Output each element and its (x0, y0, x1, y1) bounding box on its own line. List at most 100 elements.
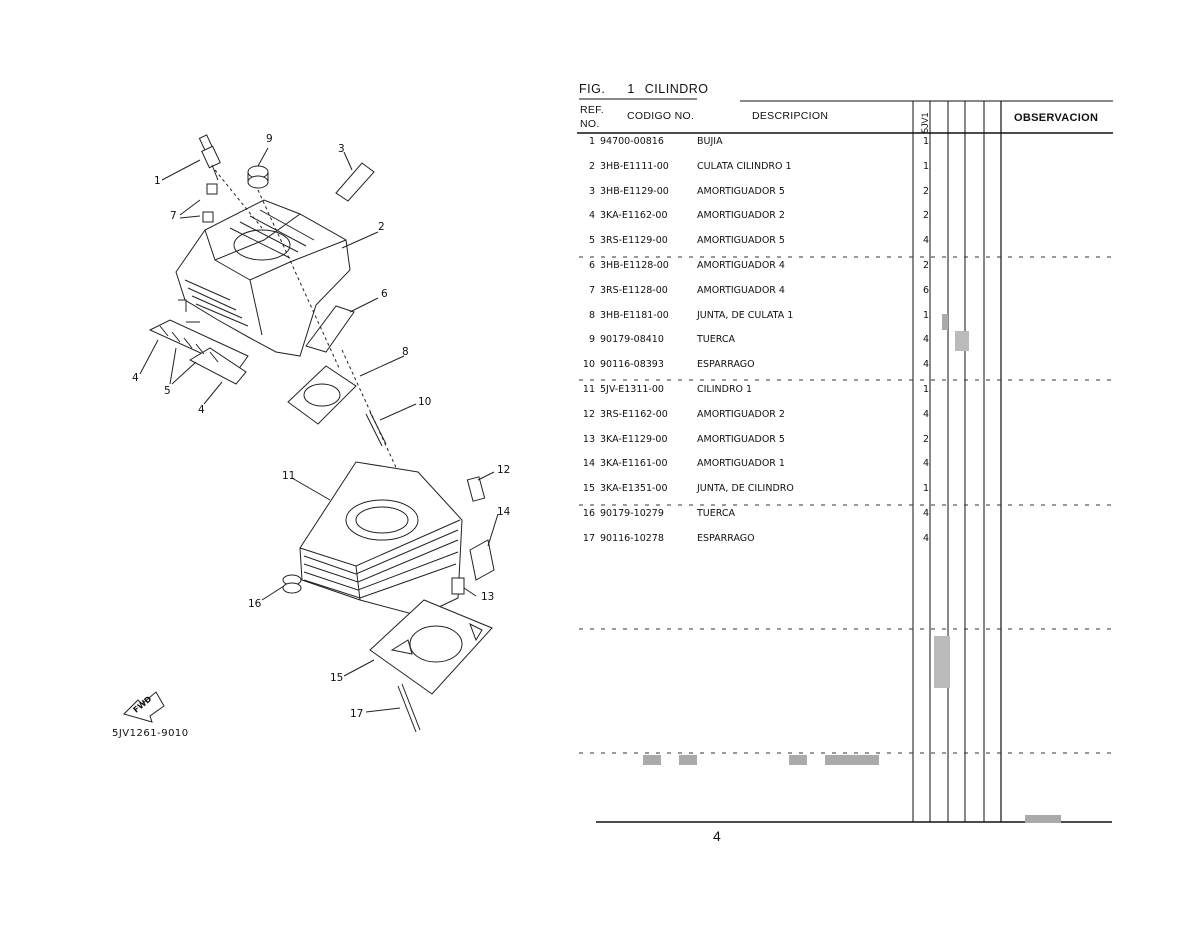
part-ref: 6 (588, 260, 595, 271)
scan-artifact (825, 755, 879, 765)
callout-14: 14 (497, 506, 511, 518)
callout-13: 13 (481, 591, 495, 603)
part-description: AMORTIGUADOR 5 (697, 235, 785, 247)
part-ref: 14 (582, 458, 595, 470)
part-code: 3HB-E1181-00 (600, 309, 669, 321)
callout-4b: 4 (198, 404, 205, 416)
part-quantity: 4 (922, 334, 930, 346)
part-ref: 15 (582, 483, 595, 495)
header-model: 5JV1 (920, 112, 930, 133)
part-ref: 16 (582, 508, 595, 519)
header-descripcion: DESCRIPCION (752, 110, 829, 122)
callout-16: 16 (248, 598, 262, 610)
part-code: 3HB-E1128-00 (600, 260, 669, 271)
part-ref: 2 (588, 160, 595, 172)
part-description: CILINDRO 1 (697, 384, 753, 395)
part-description: TUERCA (697, 334, 736, 346)
part-quantity: 6 (922, 284, 930, 296)
scan-artifact (643, 755, 661, 765)
figure-title: FIG. 1 CILINDRO (579, 82, 709, 96)
callout-17: 17 (350, 708, 364, 720)
diagram-code: 5JV1261-9010 (112, 728, 189, 739)
part-quantity: 1 (922, 309, 930, 321)
header-observacion: OBSERVACION (1014, 112, 1099, 124)
part-code: 3RS-E1162-00 (600, 408, 668, 420)
part-ref: 7 (588, 284, 595, 296)
scan-artifact (679, 755, 697, 765)
part-ref: 11 (582, 384, 595, 395)
part-description: AMORTIGUADOR 2 (697, 408, 785, 420)
page-number: 4 (713, 828, 721, 844)
part-description: AMORTIGUADOR 4 (697, 284, 785, 296)
callout-8: 8 (402, 346, 409, 358)
part-ref: 5 (588, 235, 595, 247)
callout-5: 5 (164, 385, 171, 397)
part-code: 90179-10279 (600, 508, 664, 519)
part-ref: 4 (588, 210, 595, 222)
callout-4a: 4 (132, 372, 139, 384)
part-description: JUNTA, DE CULATA 1 (697, 309, 794, 321)
part-description: BUJIA (697, 136, 723, 147)
header-ref: REF. (580, 104, 604, 116)
part-ref: 10 (582, 359, 595, 371)
part-quantity: 1 (922, 483, 930, 495)
part-quantity: 2 (922, 260, 930, 271)
part-quantity: 4 (922, 408, 930, 420)
part-code: 94700-00816 (600, 136, 664, 147)
part-quantity: 1 (922, 160, 930, 172)
part-code: 3RS-E1128-00 (600, 284, 668, 296)
part-code: 3KA-E1129-00 (600, 433, 668, 445)
cylinder-block-shape (299, 461, 463, 617)
part-description: JUNTA, DE CILINDRO (697, 483, 794, 495)
header-codigo: CODIGO NO. (627, 110, 695, 122)
cylinder-head-shape (175, 199, 351, 357)
part-description: AMORTIGUADOR 5 (697, 433, 785, 445)
figure-label: FIG. (579, 82, 606, 96)
figure-name: CILINDRO (644, 82, 709, 96)
part-code: 3KA-E1161-00 (600, 458, 668, 470)
callout-15: 15 (330, 672, 344, 684)
part-description: AMORTIGUADOR 4 (697, 260, 785, 271)
part-code: 90116-10278 (600, 532, 664, 544)
header-no: NO. (580, 118, 600, 130)
part-quantity: 4 (922, 458, 930, 470)
part-description: AMORTIGUADOR 5 (697, 185, 785, 197)
callout-12: 12 (497, 464, 511, 476)
scan-artifact (1025, 815, 1061, 823)
part-ref: 17 (582, 532, 595, 544)
part-quantity: 4 (922, 359, 930, 371)
scan-artifact (942, 314, 948, 330)
part-description: AMORTIGUADOR 1 (697, 458, 785, 470)
part-quantity: 1 (922, 384, 930, 395)
callout-6: 6 (381, 288, 388, 300)
part-ref: 3 (588, 185, 595, 197)
part-quantity: 4 (922, 532, 930, 544)
part-ref: 1 (588, 136, 595, 147)
callout-9: 9 (266, 133, 273, 145)
scan-artifact (789, 755, 807, 765)
part-quantity: 2 (922, 210, 930, 222)
part-code: 90179-08410 (600, 334, 664, 346)
figure-number: 1 (627, 82, 635, 96)
part-code: 3KA-E1351-00 (600, 483, 668, 495)
part-code: 3KA-E1162-00 (600, 210, 668, 222)
part-ref: 13 (582, 433, 595, 445)
scan-artifact (955, 331, 969, 351)
part-code: 3HB-E1111-00 (600, 160, 669, 172)
callout-2: 2 (378, 221, 385, 233)
exploded-diagram: 9 1 3 7 2 6 4 5 4 8 10 11 12 14 16 13 15… (0, 0, 560, 927)
part-quantity: 4 (922, 508, 930, 519)
part-code: 3HB-E1129-00 (600, 185, 669, 197)
callout-7: 7 (170, 210, 177, 222)
part-ref: 9 (588, 334, 595, 346)
callout-10: 10 (418, 396, 432, 408)
callout-1: 1 (154, 175, 161, 187)
part-quantity: 2 (922, 433, 930, 445)
part-code: 5JV-E1311-00 (600, 384, 664, 395)
callout-11: 11 (282, 470, 296, 482)
part-code: 3RS-E1129-00 (600, 235, 668, 247)
part-code: 90116-08393 (600, 359, 664, 371)
part-description: TUERCA (697, 508, 736, 519)
part-quantity: 1 (922, 136, 930, 147)
cylinder-exploded-drawing (123, 134, 499, 733)
